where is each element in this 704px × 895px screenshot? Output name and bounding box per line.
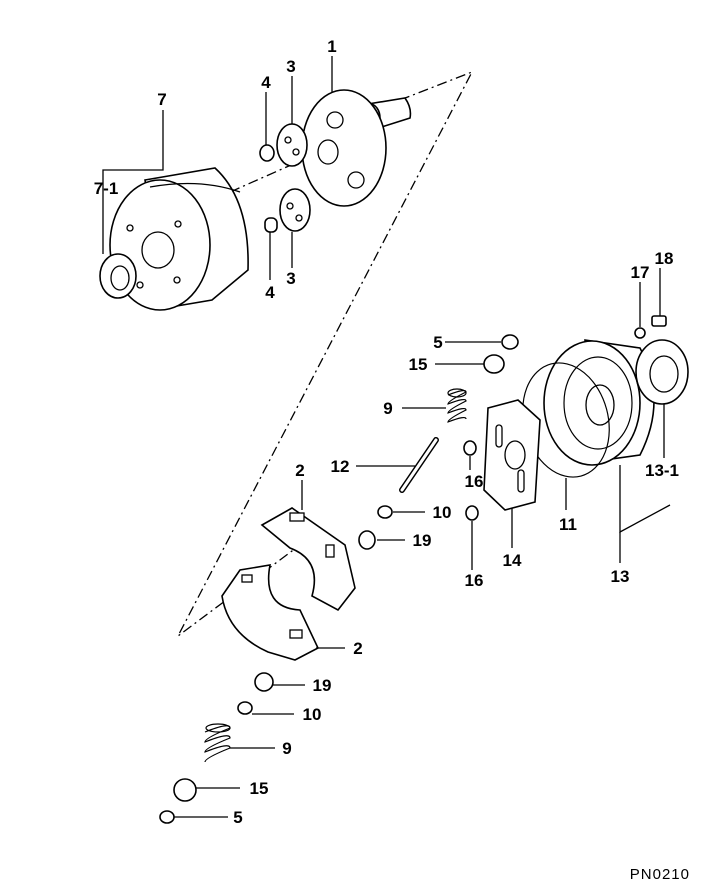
callout-13-1: 13-1 [645,461,679,480]
callout-19-lower: 19 [313,676,332,695]
callout-13: 13 [611,567,630,586]
part-15-cap-lower [173,778,197,802]
callout-3-lower: 3 [286,269,295,288]
callout-5-lower: 5 [233,808,242,827]
callout-19-upper: 19 [413,531,432,550]
part-4-pin-lower [264,217,278,233]
part-2-coupling-upper [260,507,356,612]
part-10-washer-lower [237,701,253,715]
part-19-plug-upper [358,530,376,550]
drawing-id: PN0210 [630,866,690,883]
callout-5-upper: 5 [433,333,442,352]
part-15-cap-upper [483,354,505,374]
callout-14: 14 [503,551,522,570]
part-17-washer [634,327,646,339]
callout-10-upper: 10 [433,503,452,522]
callout-12: 12 [331,457,350,476]
part-3-disc-lower [279,188,311,232]
callout-16-lower: 16 [465,571,484,590]
part-4-pin-upper [259,144,275,162]
callout-11: 11 [559,515,577,534]
callout-15-upper: 15 [409,355,428,374]
callout-7-1: 7-1 [94,179,119,198]
callout-16-upper: 16 [465,472,484,491]
part-5-nut-upper [501,334,519,350]
part-3-disc-upper [276,123,308,167]
part-10-washer-upper [377,505,393,519]
callout-2-upper: 2 [295,461,304,480]
callout-15-lower: 15 [250,779,269,798]
part-9-spring-upper [447,388,467,423]
callout-7: 7 [157,90,166,109]
callout-9-lower: 9 [282,739,291,758]
part-16-bolt-upper [463,440,477,456]
callout-17: 17 [631,263,650,282]
part-2-coupling-lower [221,564,320,661]
callout-2-lower: 2 [353,639,362,658]
callout-10-lower: 10 [303,705,322,724]
callout-labels: 1 3 4 7 7-1 3 4 5 15 9 12 16 10 19 16 14… [94,37,679,827]
callout-4-upper: 4 [261,73,271,92]
callout-1: 1 [327,37,336,56]
part-18-screw [651,315,667,327]
callout-3-upper: 3 [286,57,295,76]
callout-9-upper: 9 [383,399,392,418]
part-16-bolt-lower [465,505,479,521]
part-5-nut-lower [159,810,175,824]
part-7-1-seal-ring [99,253,137,299]
callout-18: 18 [655,249,674,268]
leader-lines [102,56,671,818]
part-14-plate [483,399,541,511]
part-19-plug-lower [254,672,274,692]
callout-4-lower: 4 [265,283,275,302]
part-12-rod [399,437,439,493]
part-1-flanged-shaft [301,89,412,207]
part-13-1-seal [635,339,689,405]
part-9-spring-lower [204,723,231,763]
